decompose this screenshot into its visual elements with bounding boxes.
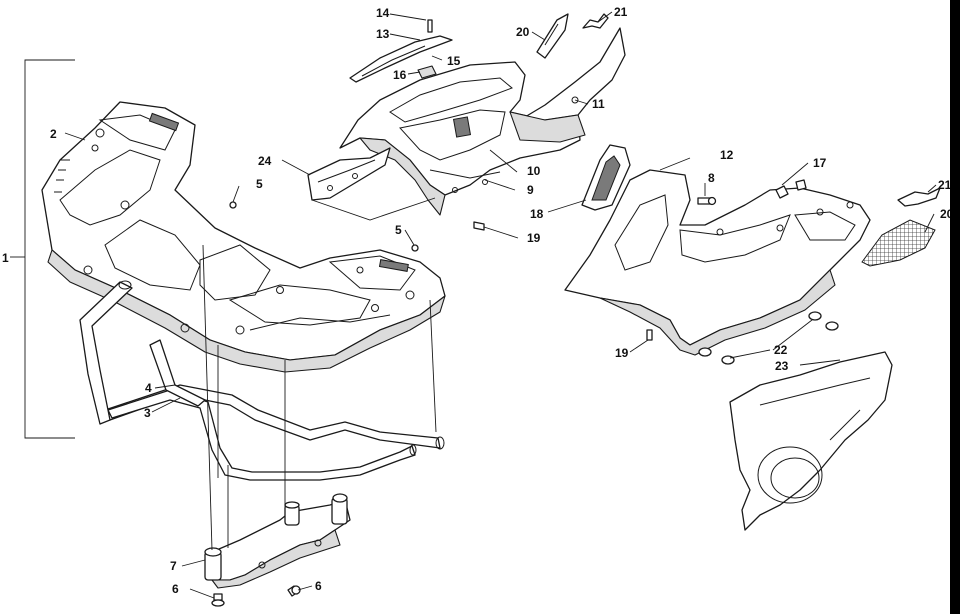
visor-screw-14 bbox=[427, 19, 433, 33]
callout-13: 13 bbox=[376, 27, 390, 41]
front-rack bbox=[41, 101, 446, 373]
screw-5-left bbox=[229, 201, 237, 209]
bumper-tube bbox=[79, 280, 445, 481]
callout-7: 7 bbox=[170, 559, 177, 573]
callout-22: 22 bbox=[774, 343, 788, 357]
grille-20-right bbox=[861, 219, 936, 267]
bolt-6-right bbox=[287, 585, 301, 597]
callout-5-left: 5 bbox=[256, 177, 263, 191]
callout-19-center: 19 bbox=[527, 231, 541, 245]
callout-21-top: 21 bbox=[614, 5, 628, 19]
callout-4: 4 bbox=[145, 381, 152, 395]
lower-front-panel bbox=[564, 169, 871, 356]
callout-9: 9 bbox=[527, 183, 534, 197]
callout-2: 2 bbox=[50, 127, 57, 141]
callout-24: 24 bbox=[258, 154, 272, 168]
callout-17: 17 bbox=[813, 156, 827, 170]
emblem-21-right bbox=[897, 187, 941, 207]
clip-16 bbox=[417, 65, 437, 79]
vent-18 bbox=[581, 144, 631, 211]
grille-20-top bbox=[536, 13, 569, 59]
screw-5-right bbox=[411, 244, 419, 252]
leader-lines bbox=[64, 11, 937, 599]
lower-side-panel-23 bbox=[729, 351, 893, 531]
callout-6-right: 6 bbox=[315, 579, 322, 593]
callout-16: 16 bbox=[393, 68, 407, 82]
emblem-21-top bbox=[582, 13, 609, 29]
callout-5-right: 5 bbox=[395, 223, 402, 237]
assembly-bracket bbox=[10, 59, 75, 439]
nut-22 bbox=[698, 311, 839, 365]
callout-20-top: 20 bbox=[516, 25, 530, 39]
bolt-6-left bbox=[211, 593, 225, 607]
screw-19-lower bbox=[646, 329, 653, 341]
callout-14: 14 bbox=[376, 6, 390, 20]
callout-21-right: 21 bbox=[938, 178, 952, 192]
callout-8: 8 bbox=[708, 171, 715, 185]
callout-23: 23 bbox=[775, 359, 789, 373]
right-edge-bar bbox=[950, 0, 960, 614]
callout-11: 11 bbox=[592, 97, 605, 111]
fastener-17 bbox=[775, 179, 807, 199]
windscreen-visor bbox=[349, 35, 453, 83]
callout-1: 1 bbox=[2, 251, 9, 265]
callout-12: 12 bbox=[720, 148, 734, 162]
screw-19-center bbox=[473, 221, 485, 231]
callout-15: 15 bbox=[447, 54, 461, 68]
callout-18: 18 bbox=[530, 207, 544, 221]
callout-10: 10 bbox=[527, 164, 541, 178]
upper-side-panel bbox=[509, 27, 626, 143]
upper-hood bbox=[339, 61, 581, 216]
callout-19-lower: 19 bbox=[615, 346, 629, 360]
bolt-8 bbox=[697, 196, 717, 206]
callout-labels: 1 2 3 4 5 5 6 6 7 8 9 10 11 12 13 14 15 … bbox=[2, 5, 954, 596]
callout-6-left: 6 bbox=[172, 582, 179, 596]
side-trim-24 bbox=[307, 147, 391, 201]
callout-3: 3 bbox=[144, 406, 151, 420]
mount-bracket bbox=[204, 493, 351, 589]
